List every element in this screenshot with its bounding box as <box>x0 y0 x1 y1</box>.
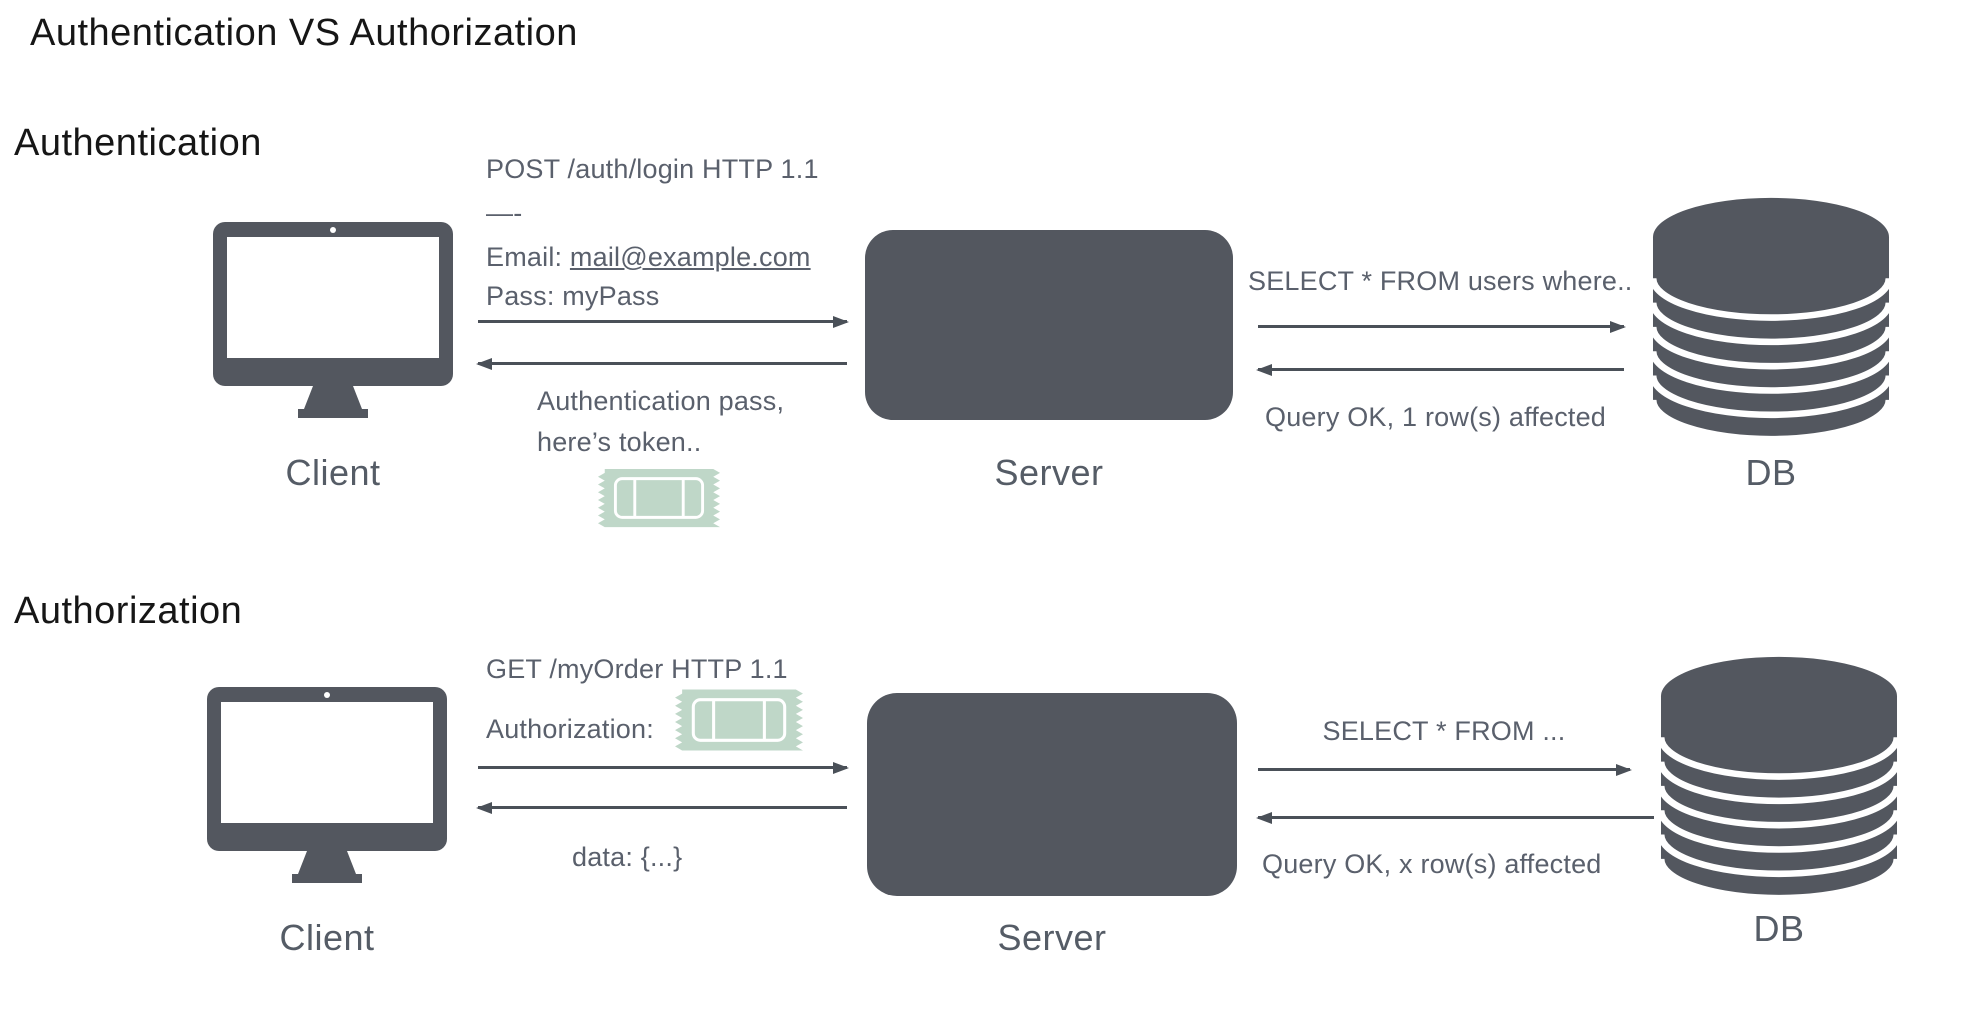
db-label: DB <box>1753 908 1805 949</box>
auth-db-response-text: Query OK, 1 row(s) affected <box>1265 402 1607 432</box>
section-heading-authorization: Authorization <box>14 590 243 632</box>
auth-response-text: Authentication pass, here’s token.. <box>537 381 784 463</box>
auth-client-to-server-arrow <box>478 320 847 323</box>
server-label: Server <box>997 917 1107 958</box>
email-prefix: Email: <box>486 242 570 272</box>
server-label: Server <box>994 452 1104 493</box>
client-label: Client <box>285 452 381 493</box>
auth-server-to-client-arrow <box>478 362 847 365</box>
authz-server-to-client-arrow <box>478 806 847 809</box>
authz-request-line2: Authorization: <box>486 714 654 744</box>
auth-request-text: POST /auth/login HTTP 1.1 —- Email: mail… <box>486 150 819 316</box>
authz-response-text: data: {...} <box>572 842 683 872</box>
database-icon <box>1660 655 1898 900</box>
authz-request-line1: GET /myOrder HTTP 1.1 <box>486 654 788 684</box>
auth-request-line3: Email: mail@example.com <box>486 238 819 277</box>
auth-request-line4: Pass: myPass <box>486 281 660 311</box>
server-box <box>865 230 1233 420</box>
client-monitor-icon <box>213 222 453 418</box>
token-ticket-icon <box>673 686 805 754</box>
page-title: Authentication VS Authorization <box>30 12 578 54</box>
auth-request-line2: —- <box>486 198 523 228</box>
db-label: DB <box>1745 452 1797 493</box>
authz-server-to-db-arrow <box>1258 768 1630 771</box>
auth-response-line1: Authentication pass, <box>537 386 785 416</box>
authz-db-response-text: Query OK, x row(s) affected <box>1262 849 1602 879</box>
client-label: Client <box>279 917 375 958</box>
email-value: mail@example.com <box>569 242 811 272</box>
auth-db-to-server-arrow <box>1258 368 1624 371</box>
authz-db-to-server-arrow <box>1258 816 1654 819</box>
section-heading-authentication: Authentication <box>14 122 262 164</box>
authz-client-to-server-arrow <box>478 766 847 769</box>
token-ticket-icon <box>596 467 722 529</box>
server-box <box>867 693 1237 896</box>
auth-request-line1: POST /auth/login HTTP 1.1 <box>486 154 819 184</box>
authz-db-request-text: SELECT * FROM ... <box>1322 716 1566 746</box>
auth-db-request-text: SELECT * FROM users where.. <box>1248 266 1633 296</box>
auth-response-line2: here’s token.. <box>537 427 702 457</box>
client-monitor-icon <box>207 687 447 883</box>
database-icon <box>1652 196 1890 441</box>
auth-server-to-db-arrow <box>1258 325 1624 328</box>
